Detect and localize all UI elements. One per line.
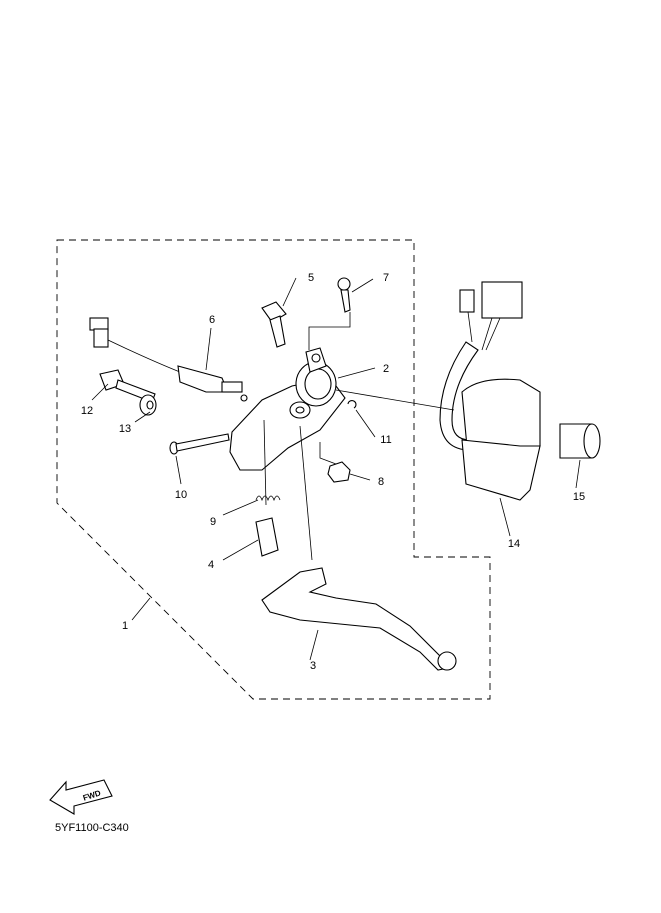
callout-8: 8 xyxy=(378,476,384,488)
part-5-bolt[interactable] xyxy=(261,301,287,348)
callout-7: 7 xyxy=(383,272,389,284)
callout-1: 1 xyxy=(122,620,128,632)
assembly-boundary xyxy=(56,239,491,700)
part-4-cover[interactable] xyxy=(255,517,279,557)
callout-14: 14 xyxy=(508,538,520,550)
callout-4: 4 xyxy=(208,559,214,571)
part-11-circlip[interactable] xyxy=(347,400,357,409)
part-9-spring[interactable] xyxy=(255,495,281,502)
callout-10: 10 xyxy=(175,489,187,501)
part-10-pivot-bolt[interactable] xyxy=(169,433,230,455)
part-7-screw[interactable] xyxy=(337,277,351,313)
drawing-code: 5YF1100-C340 xyxy=(55,822,129,834)
callout-13: 13 xyxy=(119,423,131,435)
callout-5: 5 xyxy=(308,272,314,284)
part-14-handlebar-switch[interactable] xyxy=(439,281,541,501)
callout-9: 9 xyxy=(210,516,216,528)
part-6-clutch-switch[interactable] xyxy=(89,317,248,402)
part-8-nut[interactable] xyxy=(327,461,351,483)
fwd-arrow-icon: FWD xyxy=(49,779,113,815)
callout-6: 6 xyxy=(209,314,215,326)
part-3-lever[interactable] xyxy=(261,567,449,671)
callout-12: 12 xyxy=(81,405,93,417)
callout-15: 15 xyxy=(573,491,585,503)
part-13-locknut[interactable] xyxy=(139,394,157,416)
part-15-collar[interactable] xyxy=(559,423,601,459)
callout-11: 11 xyxy=(380,434,391,446)
callout-3: 3 xyxy=(310,660,316,672)
leader-lines xyxy=(91,277,581,661)
callout-2: 2 xyxy=(383,363,389,375)
part-2-lever-holder[interactable] xyxy=(229,347,346,471)
